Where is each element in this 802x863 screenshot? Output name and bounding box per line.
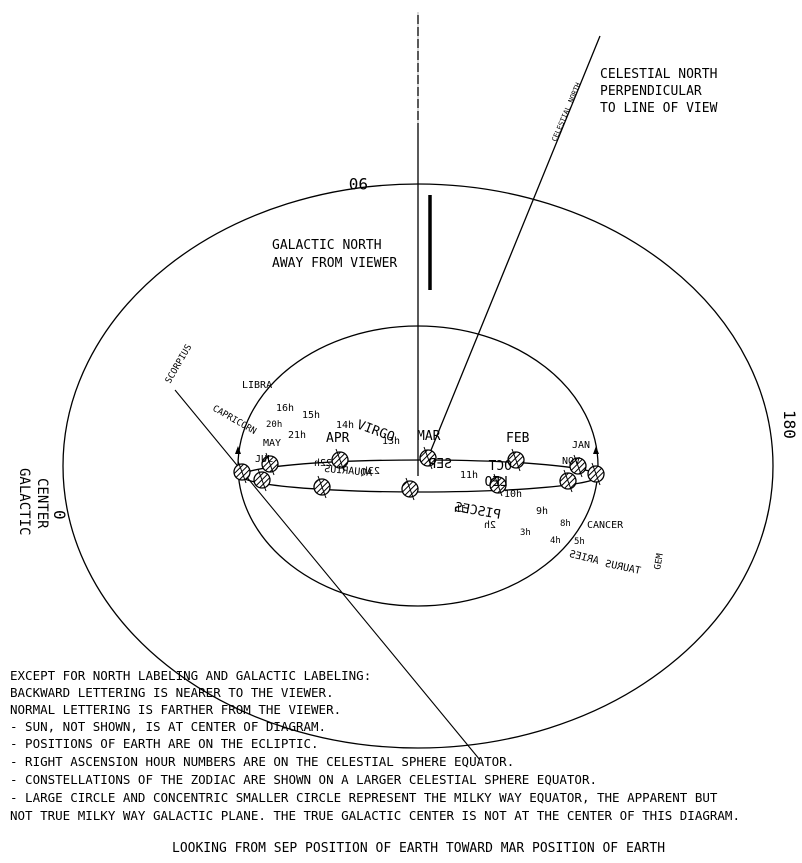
hour-8: 8h [560,519,571,529]
hour-5: 5h [574,537,585,547]
svg-text:NORMAL LETTERING IS FARTHER FR: NORMAL LETTERING IS FARTHER FROM THE VIE… [10,702,341,717]
constellation-aquarius: AQUARIUS [324,464,373,479]
hour-9: 9h [536,506,548,517]
celestial-north-label: CELESTIAL NORTH PERPENDICULAR TO LINE OF… [600,67,718,116]
constellation-libra: LIBRA [242,380,272,391]
svg-text:BACKWARD LETTERING IS NEARER T: BACKWARD LETTERING IS NEARER TO THE VIEW… [10,685,334,700]
month-sep-label: SEP [428,457,452,472]
hour-11: 11h [460,470,478,481]
caption: LOOKING FROM SEP POSITION OF EARTH TOWAR… [172,841,665,856]
svg-text:- POSITIONS OF EARTH ARE ON TH: - POSITIONS OF EARTH ARE ON THE ECLIPTIC… [10,736,319,751]
svg-text:GALACTIC NORTH: GALACTIC NORTH [272,238,382,253]
svg-text:- CONSTELLATIONS OF THE ZODIAC: - CONSTELLATIONS OF THE ZODIAC ARE SHOWN… [10,772,597,787]
hour-22: 22h [314,458,332,469]
svg-text:PERPENDICULAR: PERPENDICULAR [600,84,702,99]
hour-1: 1h [454,504,466,515]
constellation-leo: LEO [484,475,508,490]
month-mar-label: MAR [417,429,441,444]
constellation-aries: ARIES [568,549,600,567]
month-jan-label: JAN [572,440,590,451]
constellation-scorpius: SCORPIUS [164,343,194,386]
svg-text:- LARGE CIRCLE AND CONCENTRIC: - LARGE CIRCLE AND CONCENTRIC SMALLER CI… [10,790,718,805]
earth-positions [233,449,605,498]
ecliptic [241,459,599,493]
direction-arrows [235,446,599,454]
celestial-north-axis [426,35,601,461]
earth-axis-ticks [237,446,601,501]
svg-text:AWAY FROM VIEWER: AWAY FROM VIEWER [272,256,397,271]
month-nov-label: NOV [562,456,580,467]
galactic-center-line [174,389,481,761]
hour-15: 15h [302,410,320,421]
svg-text:NOT TRUE MILKY WAY GALACTIC PL: NOT TRUE MILKY WAY GALACTIC PLANE. THE T… [10,808,740,823]
degree-90-label: 90 [349,174,368,193]
month-feb-label: FEB [506,431,530,446]
hour-2: 2h [484,520,496,531]
month-may-label: MAY [263,438,281,449]
degree-180-label: 180 [780,410,799,439]
notes: EXCEPT FOR NORTH LABELING AND GALACTIC L… [10,668,740,823]
hour-13: 13h [382,436,400,447]
hour-10: 10h [504,489,522,500]
svg-text:- SUN, NOT SHOWN, IS AT CENTER: - SUN, NOT SHOWN, IS AT CENTER OF DIAGRA… [10,719,326,734]
month-jul-label: JUL [255,454,273,465]
galactic-center-label: CENTER GALACTIC [16,468,50,535]
hour-4: 4h [550,536,561,546]
svg-text:CELESTIAL NORTH: CELESTIAL NORTH [600,67,717,82]
month-apr-label: APR [326,431,350,446]
hour-3: 3h [520,528,531,538]
hour-20: 20h [266,420,282,430]
constellation-cancer: CANCER [587,520,624,531]
constellation-capricorn: CAPRICORN [211,404,258,437]
galactic-north-label: GALACTIC NORTH AWAY FROM VIEWER [272,238,397,271]
month-oct-label: OCT [488,459,512,474]
degree-0-label: 0 [50,510,69,520]
constellation-gemini-mark: GEM [653,552,666,570]
svg-text:CENTER: CENTER [34,478,50,529]
celestial-north-axis-label: CELESTIAL NORTH [550,81,582,142]
svg-text:EXCEPT FOR NORTH LABELING AND: EXCEPT FOR NORTH LABELING AND GALACTIC L… [10,668,371,683]
constellation-taurus: TAURUS [604,559,642,577]
hour-16: 16h [276,403,294,414]
hour-23: 23h [362,466,380,477]
svg-text:TO LINE OF VIEW: TO LINE OF VIEW [600,101,718,116]
svg-text:GALACTIC: GALACTIC [16,468,32,535]
hour-21: 21h [288,430,306,441]
svg-text:- RIGHT ASCENSION HOUR NUMBERS: - RIGHT ASCENSION HOUR NUMBERS ARE ON TH… [10,754,514,769]
hour-14: 14h [336,420,354,431]
